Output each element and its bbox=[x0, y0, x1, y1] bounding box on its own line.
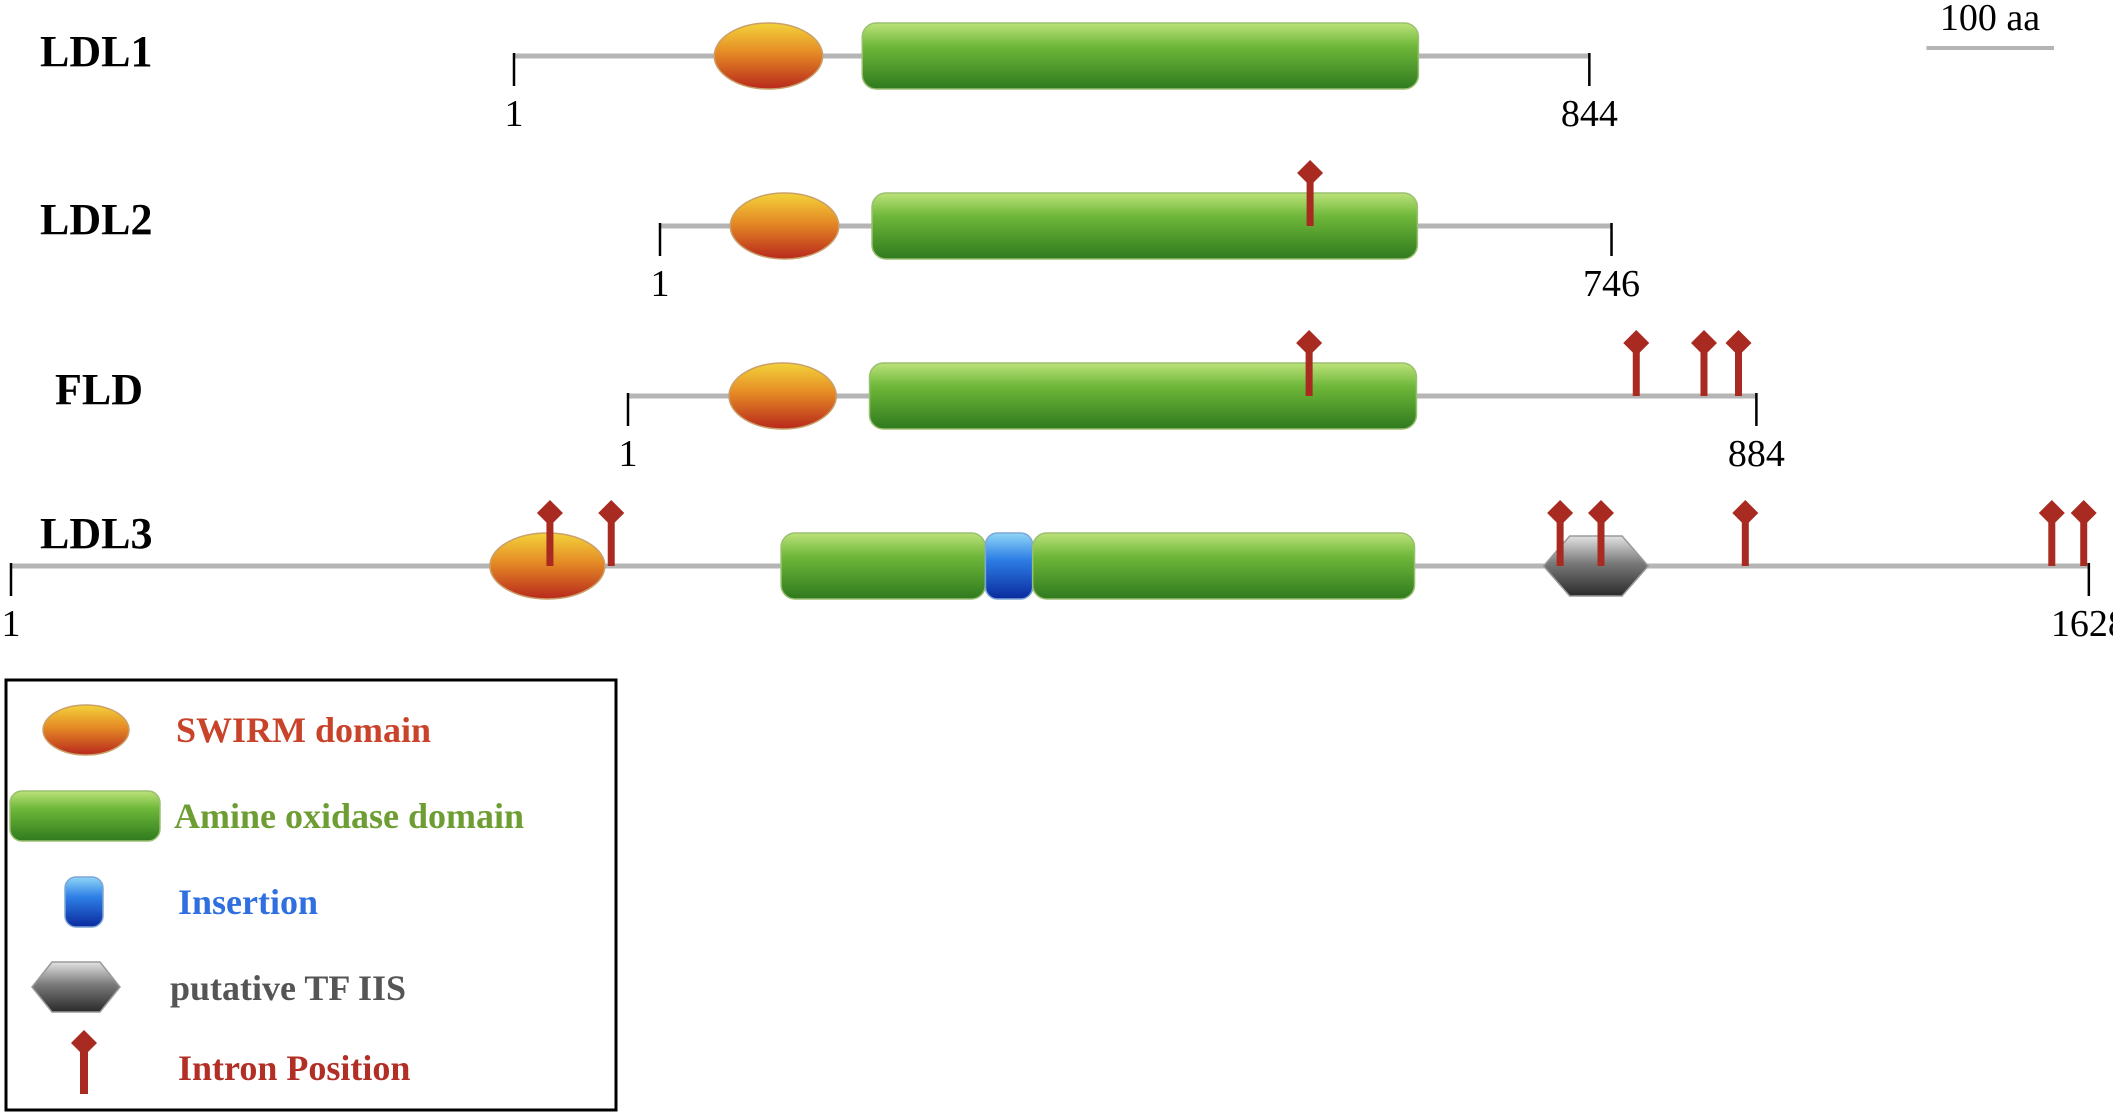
tfiis-legend-icon bbox=[32, 962, 120, 1012]
amine-oxidase-domain bbox=[1033, 533, 1415, 599]
amine-oxidase-domain bbox=[870, 363, 1417, 429]
legend-label-intron: Intron Position bbox=[178, 1048, 410, 1088]
amine-oxidase-domain bbox=[872, 193, 1417, 259]
protein-name-ldl1: LDL1 bbox=[40, 27, 152, 76]
legend-label-swirm: SWIRM domain bbox=[176, 710, 431, 750]
start-label-ldl3: 1 bbox=[2, 603, 21, 645]
legend-label-tfiis: putative TF IIS bbox=[170, 968, 406, 1008]
amine-oxidase-domain bbox=[781, 533, 985, 599]
amine-oxidase-domain bbox=[862, 23, 1418, 89]
scale-bar: 100 aa bbox=[1926, 0, 2054, 48]
swirm-domain bbox=[714, 23, 822, 89]
end-label-ldl2: 746 bbox=[1583, 263, 1640, 305]
intron-marker bbox=[1623, 330, 1649, 396]
start-label-fld: 1 bbox=[619, 433, 638, 475]
protein-name-ldl2: LDL2 bbox=[40, 195, 152, 244]
end-label-fld: 884 bbox=[1728, 433, 1785, 475]
intron-marker bbox=[2071, 500, 2097, 566]
legend: SWIRM domain Amine oxidase domain Insert… bbox=[6, 680, 616, 1110]
start-label-ldl2: 1 bbox=[651, 263, 670, 305]
protein-track-ldl3: 1 1628 bbox=[2, 500, 2113, 645]
swirm-domain bbox=[729, 363, 836, 429]
swirm-domain bbox=[730, 193, 839, 259]
insertion-domain bbox=[985, 533, 1032, 599]
legend-label-amine-oxidase: Amine oxidase domain bbox=[174, 796, 524, 836]
intron-marker bbox=[1725, 330, 1751, 396]
intron-marker bbox=[2039, 500, 2065, 566]
legend-label-insertion: Insertion bbox=[178, 882, 318, 922]
protein-name-fld: FLD bbox=[55, 365, 143, 414]
end-label-ldl3: 1628 bbox=[2051, 603, 2113, 645]
intron-marker bbox=[1732, 500, 1758, 566]
swirm-legend-icon bbox=[43, 705, 129, 755]
insertion-legend-icon bbox=[65, 877, 103, 927]
intron-marker bbox=[1691, 330, 1717, 396]
end-label-ldl1: 844 bbox=[1561, 93, 1618, 135]
start-label-ldl1: 1 bbox=[505, 93, 524, 135]
protein-name-ldl3: LDL3 bbox=[40, 509, 152, 558]
scale-bar-label: 100 aa bbox=[1940, 0, 2040, 39]
amine-oxidase-legend-icon bbox=[10, 791, 160, 841]
